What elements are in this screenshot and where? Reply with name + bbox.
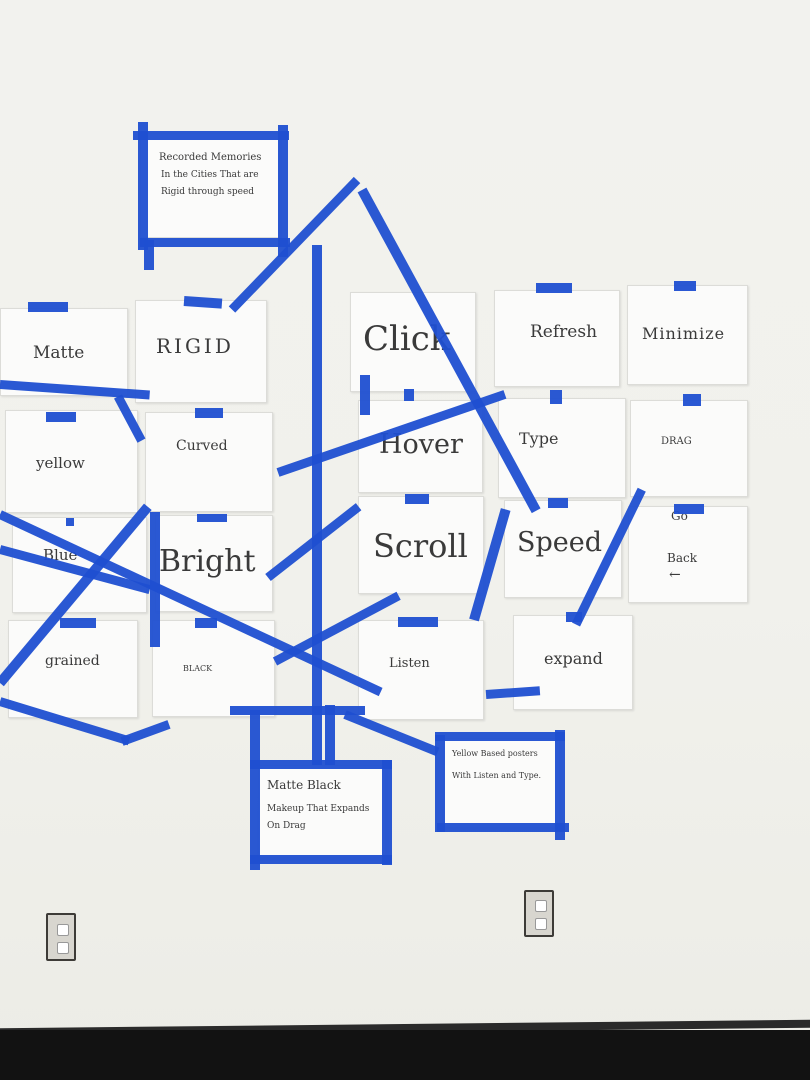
tape-tab <box>550 390 562 404</box>
note-rigid-label: RIGID <box>156 334 234 358</box>
note-listen-label: Listen <box>389 656 430 671</box>
tape-tab <box>536 283 572 293</box>
tape-strip <box>144 240 154 270</box>
tape-strip <box>312 245 322 765</box>
note-drag: DRAG <box>630 400 748 497</box>
note-matte-black-line-2: Makeup That Expands <box>267 804 370 814</box>
note-matte-black-makeup: Matte Black Makeup That Expands On Drag <box>258 765 386 858</box>
note-expand-label: expand <box>544 649 603 668</box>
tape-tab <box>548 498 568 508</box>
baseboard <box>0 1030 810 1080</box>
note-go-back-line-2: Back <box>667 551 697 565</box>
note-black-label: BLACK <box>183 664 213 673</box>
tape-strip <box>120 720 171 746</box>
note-listen: Listen <box>358 620 484 720</box>
note-minimize: Minimize <box>627 285 748 385</box>
tape-tab <box>195 618 217 628</box>
tape-tab <box>566 612 582 622</box>
note-grained: grained <box>8 620 138 718</box>
note-bright-label: Bright <box>159 544 256 579</box>
note-scroll: Scroll <box>358 496 484 594</box>
note-speed-label: Speed <box>517 527 603 558</box>
note-theme-line-1: Recorded Memories <box>159 152 262 163</box>
tape-tab <box>66 518 74 526</box>
tape-strip <box>437 823 569 832</box>
note-hover: Hover <box>358 400 483 493</box>
note-refresh-label: Refresh <box>530 322 598 342</box>
note-go-back: Go Back ← <box>628 506 748 603</box>
note-theme: Recorded Memories In the Cities That are… <box>140 133 280 238</box>
tape-strip <box>250 855 392 864</box>
tape-tab <box>197 514 227 522</box>
tape-strip <box>138 122 148 250</box>
tape-tab <box>674 281 696 291</box>
tape-strip <box>555 730 565 840</box>
tape-strip <box>278 125 288 257</box>
tape-tab <box>683 394 701 406</box>
tape-strip <box>382 760 392 865</box>
tape-tab <box>195 408 223 418</box>
tape-strip <box>140 238 290 247</box>
tape-tab <box>28 302 68 312</box>
tape-tab <box>60 618 96 628</box>
note-theme-line-3: Rigid through speed <box>161 187 255 197</box>
note-type: Type <box>498 398 626 498</box>
note-rigid: RIGID <box>135 300 267 403</box>
electrical-outlet-icon <box>46 913 76 961</box>
note-matte-black-line-3: On Drag <box>267 821 306 831</box>
electrical-outlet-icon <box>524 890 554 937</box>
note-matte-label: Matte <box>33 343 85 363</box>
note-matte-black-line-1: Matte Black <box>267 778 341 792</box>
tape-tab <box>405 494 429 504</box>
tape-strip <box>230 706 365 715</box>
tape-strip <box>133 131 289 140</box>
note-grained-label: grained <box>45 653 100 669</box>
note-yellow-posters: Yellow Based posters With Listen and Typ… <box>443 738 560 828</box>
note-minimize-label: Minimize <box>642 324 726 343</box>
note-yellow-posters-line-1: Yellow Based posters <box>452 749 538 758</box>
note-yellow: yellow <box>5 410 138 513</box>
tape-strip <box>150 512 160 647</box>
note-scroll-label: Scroll <box>373 527 468 565</box>
tape-strip <box>435 732 565 741</box>
note-refresh: Refresh <box>494 290 620 387</box>
tape-tab <box>404 389 414 401</box>
note-theme-line-2: In the Cities That are <box>161 170 259 180</box>
note-yellow-label: yellow <box>36 454 85 472</box>
note-curved: Curved <box>145 412 273 512</box>
tape-tab <box>674 504 704 514</box>
tape-tab <box>46 412 76 422</box>
back-arrow-icon: ← <box>669 567 681 583</box>
note-drag-label: DRAG <box>661 436 692 447</box>
note-speed: Speed <box>504 500 622 598</box>
tape-strip <box>435 735 445 832</box>
note-curved-label: Curved <box>176 438 228 454</box>
note-yellow-posters-line-2: With Listen and Type. <box>452 771 542 780</box>
tape-strip <box>250 760 392 769</box>
note-type-label: Type <box>519 429 559 448</box>
tape-strip <box>250 710 260 870</box>
tape-tab <box>398 617 438 627</box>
tape-strip <box>325 705 335 765</box>
tape-tab <box>360 375 370 415</box>
